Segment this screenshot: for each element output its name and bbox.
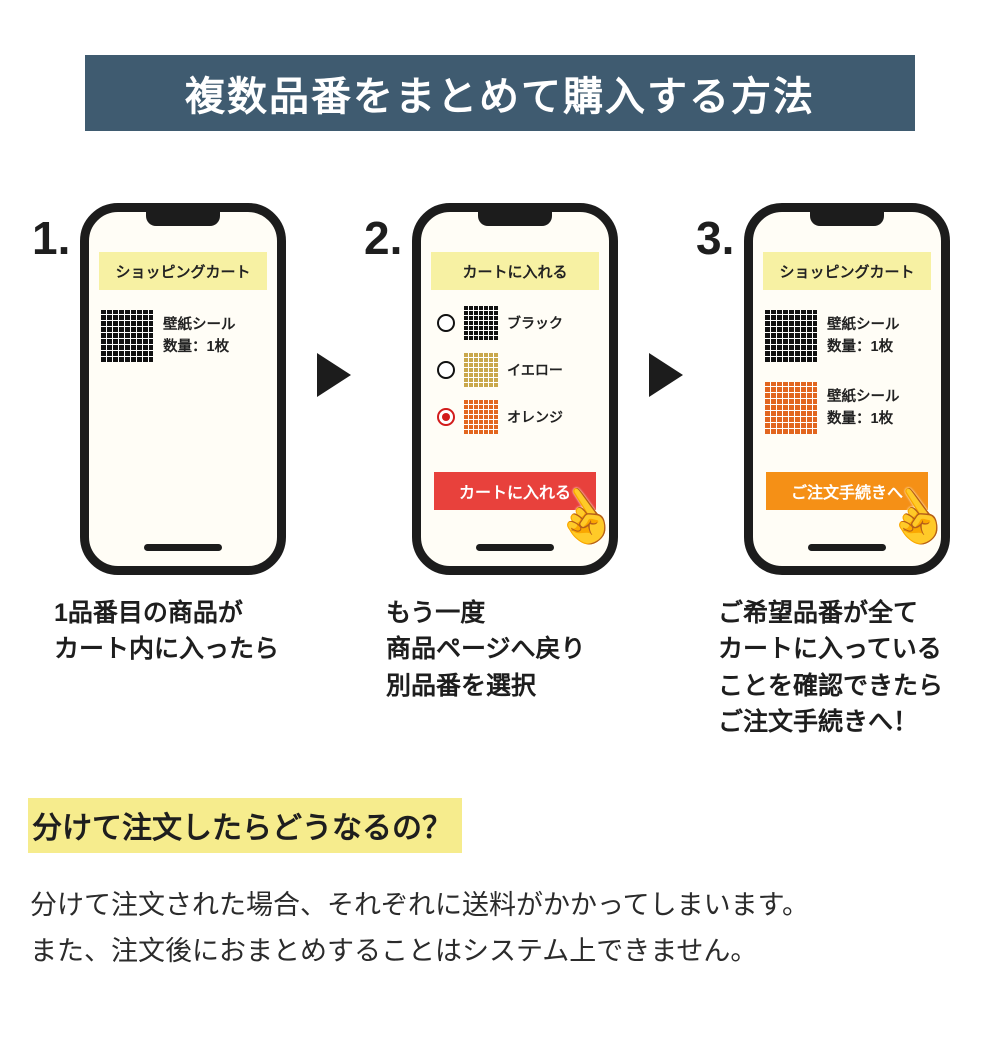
step-3: 3. ショッピングカート 壁紙シール 数量：1枚 壁紙シール 数量：1枚 bbox=[696, 203, 968, 740]
screen-header-cart: ショッピングカート bbox=[99, 252, 267, 290]
home-indicator bbox=[476, 544, 554, 551]
step-2-number: 2. bbox=[364, 212, 403, 264]
option-label: ブラック bbox=[507, 315, 563, 331]
phone-frame-2: カートに入れる ブラック イエロー オレンジ bbox=[412, 203, 627, 575]
step-1-number: 1. bbox=[32, 212, 71, 264]
option-label: イエロー bbox=[507, 362, 563, 378]
radio-button-selected[interactable] bbox=[437, 408, 455, 426]
product-swatch-black bbox=[101, 310, 153, 362]
step-1: 1. ショッピングカート 壁紙シール 数量：1枚 1品番目の商品が カート内に入… bbox=[32, 203, 304, 668]
radio-button[interactable] bbox=[437, 361, 455, 379]
steps-row: 1. ショッピングカート 壁紙シール 数量：1枚 1品番目の商品が カート内に入… bbox=[0, 203, 1000, 740]
footer-body: 分けて注文された場合、それぞれに送料がかかってしまいます。 また、注文後におまと… bbox=[30, 890, 809, 966]
product-qty: 数量：1枚 bbox=[827, 411, 894, 427]
product-qty: 数量：1枚 bbox=[163, 339, 230, 355]
option-black[interactable]: ブラック bbox=[437, 306, 609, 340]
cart-item: 壁紙シール 数量：1枚 bbox=[101, 310, 265, 362]
phone-frame-1: ショッピングカート 壁紙シール 数量：1枚 bbox=[80, 203, 286, 575]
footer-heading: 分けて注文したらどうなるの？ bbox=[28, 798, 462, 853]
option-label: オレンジ bbox=[507, 409, 563, 425]
product-info: 壁紙シール 数量：1枚 bbox=[827, 314, 900, 359]
right-arrow-icon bbox=[317, 353, 351, 397]
page-title: 複数品番をまとめて購入する方法 bbox=[185, 75, 815, 119]
footer-note: 分けて注文したらどうなるの？ 分けて注文された場合、それぞれに送料がかかってしま… bbox=[28, 798, 1000, 975]
home-indicator bbox=[808, 544, 886, 551]
banner: 複数品番をまとめて購入する方法 bbox=[85, 55, 915, 131]
step-2-caption: もう一度 商品ページへ戻り 別品番を選択 bbox=[386, 599, 586, 700]
cart-item: 壁紙シール 数量：1枚 bbox=[765, 382, 929, 434]
checkout-button[interactable]: ご注文手続きへ ☝ bbox=[766, 472, 959, 560]
phone-notch bbox=[146, 211, 220, 226]
option-swatch-yellow bbox=[464, 353, 498, 387]
product-swatch-black bbox=[765, 310, 817, 362]
infographic-page: 複数品番をまとめて購入する方法 1. ショッピングカート 壁紙シール 数量：1枚… bbox=[0, 55, 1000, 975]
checkout-label: ご注文手続きへ bbox=[790, 485, 903, 502]
product-name: 壁紙シール bbox=[827, 316, 900, 333]
phone-frame-3: ショッピングカート 壁紙シール 数量：1枚 壁紙シール 数量：1枚 bbox=[744, 203, 959, 575]
step-3-caption: ご希望品番が全て カートに入っている ことを確認できたら ご注文手続きへ！ bbox=[718, 599, 944, 736]
right-arrow-icon bbox=[649, 353, 683, 397]
option-yellow[interactable]: イエロー bbox=[437, 353, 609, 387]
cart-item: 壁紙シール 数量：1枚 bbox=[765, 310, 929, 362]
screen-header-cart: ショッピングカート bbox=[763, 252, 931, 290]
option-swatch-black bbox=[464, 306, 498, 340]
color-options: ブラック イエロー オレンジ bbox=[437, 306, 609, 434]
radio-button[interactable] bbox=[437, 314, 455, 332]
option-orange[interactable]: オレンジ bbox=[437, 400, 609, 434]
add-to-cart-button[interactable]: カートに入れる ☝ bbox=[434, 472, 627, 560]
product-info: 壁紙シール 数量：1枚 bbox=[163, 314, 236, 359]
option-swatch-orange bbox=[464, 400, 498, 434]
product-info: 壁紙シール 数量：1枚 bbox=[827, 386, 900, 431]
home-indicator bbox=[144, 544, 222, 551]
step-3-number: 3. bbox=[696, 212, 735, 264]
add-to-cart-label: カートに入れる bbox=[458, 485, 571, 502]
phone-notch bbox=[478, 211, 552, 226]
product-swatch-orange bbox=[765, 382, 817, 434]
product-qty: 数量：1枚 bbox=[827, 339, 894, 355]
step-2: 2. カートに入れる ブラック イエロー bbox=[364, 203, 636, 704]
product-name: 壁紙シール bbox=[163, 316, 236, 333]
step-1-caption: 1品番目の商品が カート内に入ったら bbox=[54, 599, 280, 664]
screen-header-add-to-cart: カートに入れる bbox=[431, 252, 599, 290]
product-name: 壁紙シール bbox=[827, 388, 900, 405]
phone-notch bbox=[810, 211, 884, 226]
